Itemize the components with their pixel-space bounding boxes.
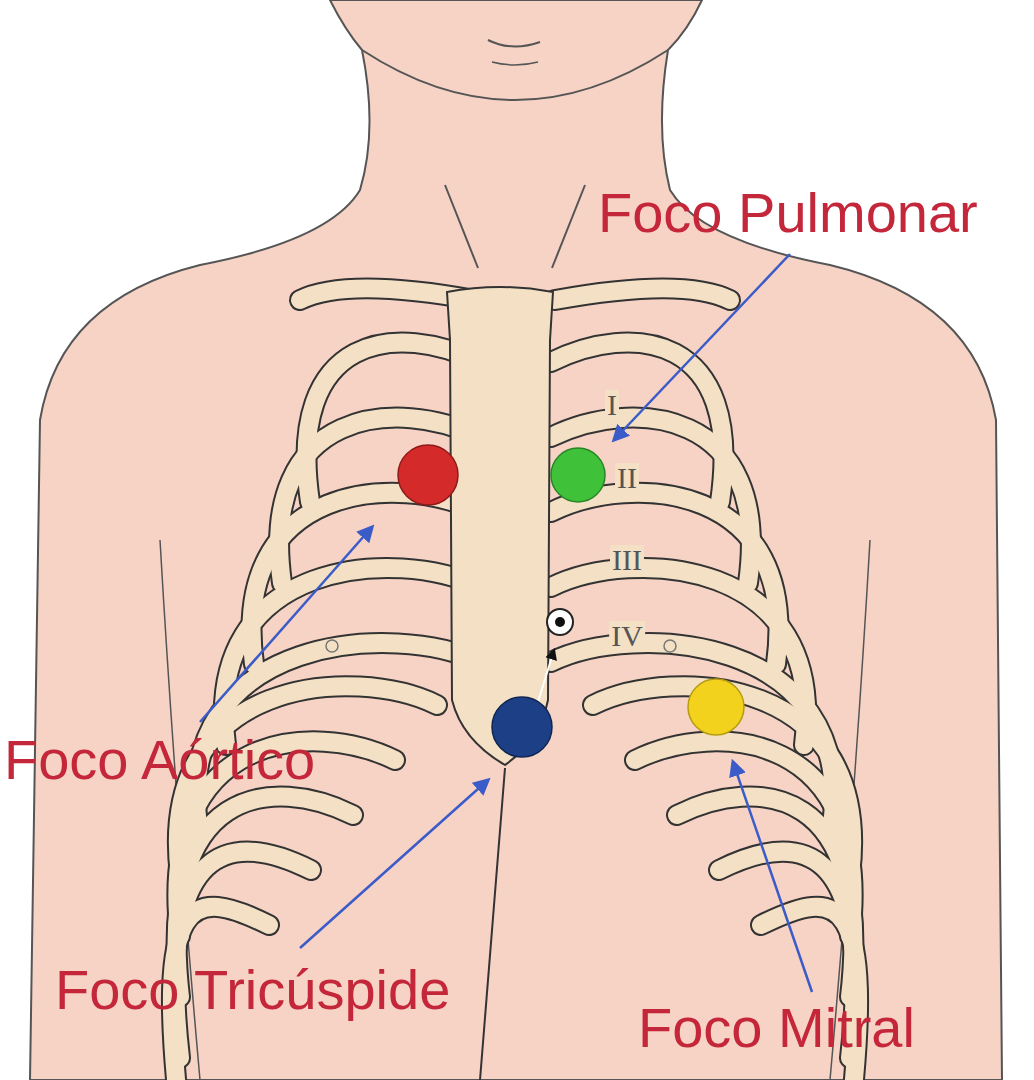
mitral-dot — [688, 679, 744, 735]
chin-line — [492, 62, 538, 65]
rib-number: II — [615, 463, 639, 493]
target-mark — [555, 617, 565, 627]
rib-number: III — [610, 545, 644, 575]
focus-label: Foco Pulmonar — [598, 185, 978, 241]
neck-line — [552, 185, 585, 268]
pointer-arrow — [538, 650, 554, 702]
rib — [551, 643, 834, 826]
nipple-mark — [326, 640, 338, 652]
rib-number: IV — [609, 621, 645, 651]
leader-arrow — [614, 254, 790, 440]
leader-arrow — [733, 762, 812, 992]
chin-line — [488, 40, 540, 47]
rib-outline — [175, 852, 311, 1058]
target-mark — [547, 609, 573, 635]
rib-outline — [555, 288, 730, 300]
rib — [175, 852, 311, 1058]
leader-arrow — [300, 780, 488, 948]
pulmonary-dot — [551, 448, 605, 502]
nipple-mark — [664, 640, 676, 652]
focus-label: Foco Aórtico — [4, 732, 315, 788]
sternum — [447, 287, 553, 765]
jaw-line — [362, 50, 668, 100]
neck-line — [445, 185, 478, 268]
rib — [555, 288, 730, 300]
aortic-dot — [398, 445, 458, 505]
rib-number: I — [605, 390, 619, 420]
focus-label: Foco Tricúspide — [55, 962, 450, 1018]
rib — [551, 342, 724, 502]
midline — [480, 768, 505, 1080]
body-silhouette — [30, 0, 1002, 1080]
rib — [635, 741, 853, 936]
leader-arrow — [200, 527, 372, 722]
tricuspid-dot — [492, 697, 552, 757]
focus-label: Foco Mitral — [638, 1000, 915, 1056]
